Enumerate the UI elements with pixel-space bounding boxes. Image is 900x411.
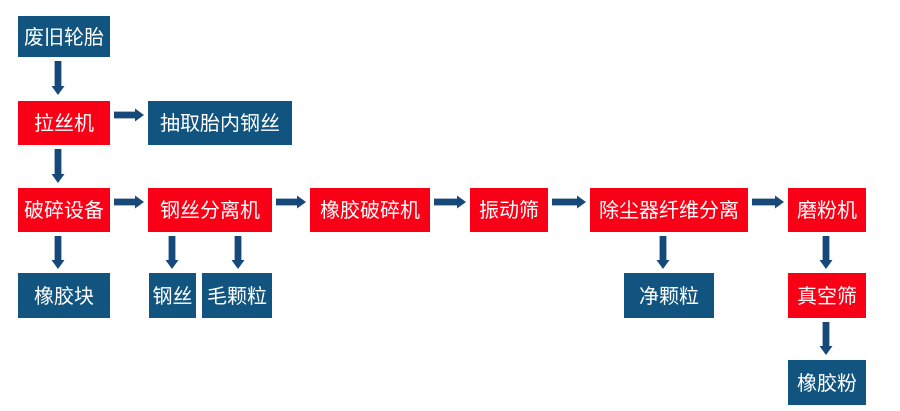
node-waste-tire[interactable]: 废旧轮胎	[18, 16, 110, 57]
node-label: 净颗粒	[639, 283, 699, 308]
node-label: 橡胶破碎机	[320, 198, 420, 222]
arrow-right-crusher-to-wire-separator	[114, 194, 144, 210]
arrow-right-dust-fiber-to-grinder	[752, 194, 784, 210]
node-label: 磨粉机	[797, 198, 857, 222]
node-crusher[interactable]: 破碎设备	[18, 188, 110, 232]
node-label: 橡胶粉	[797, 370, 857, 395]
node-clean-granule[interactable]: 净颗粒	[624, 273, 714, 318]
arrow-right-wire-drawing-to-extract-bead	[114, 107, 144, 123]
arrow-down-waste-tire-to-wire-drawing	[50, 61, 66, 95]
arrow-right-wire-separator-to-rubber-crusher	[276, 194, 306, 210]
node-coarse-granule[interactable]: 毛颗粒	[202, 273, 272, 318]
node-label: 废旧轮胎	[24, 24, 104, 49]
node-rubber-block[interactable]: 橡胶块	[18, 273, 110, 318]
arrow-down-wire-separator-to-coarse-granule	[230, 236, 246, 269]
node-wire-separator[interactable]: 钢丝分离机	[148, 188, 272, 232]
node-vibrating-screen[interactable]: 振动筛	[470, 188, 548, 232]
node-extract-bead-wire[interactable]: 抽取胎内钢丝	[148, 101, 292, 145]
node-label: 钢丝	[152, 283, 193, 308]
node-label: 橡胶块	[34, 283, 94, 308]
arrow-down-vacuum-screen-to-rubber-powder	[818, 322, 834, 355]
node-label: 拉丝机	[34, 111, 94, 135]
node-label: 抽取胎内钢丝	[160, 111, 280, 135]
arrow-right-rubber-crusher-to-vibrating	[434, 194, 466, 210]
arrow-down-crusher-to-rubber-block	[50, 236, 66, 269]
node-grinder[interactable]: 磨粉机	[788, 188, 866, 232]
node-dust-fiber-sep[interactable]: 除尘器纤维分离	[590, 188, 748, 232]
arrow-down-grinder-to-vacuum-screen	[818, 236, 834, 269]
node-label: 振动筛	[479, 198, 539, 222]
arrow-down-wire-drawing-to-crusher	[50, 149, 66, 183]
node-label: 除尘器纤维分离	[599, 198, 739, 222]
node-vacuum-screen[interactable]: 真空筛	[788, 273, 866, 318]
node-label: 毛颗粒	[207, 283, 267, 308]
node-wire-drawing[interactable]: 拉丝机	[18, 101, 110, 145]
arrow-right-vibrating-to-dust-fiber	[552, 194, 586, 210]
arrow-down-dust-fiber-to-clean-granule	[655, 236, 671, 269]
node-label: 破碎设备	[24, 198, 104, 222]
node-label: 真空筛	[797, 283, 857, 308]
node-label: 钢丝分离机	[160, 198, 260, 222]
node-rubber-crusher[interactable]: 橡胶破碎机	[310, 188, 430, 232]
node-rubber-powder[interactable]: 橡胶粉	[788, 360, 866, 405]
arrow-down-wire-separator-to-steel-wire	[164, 236, 180, 269]
node-steel-wire[interactable]: 钢丝	[149, 273, 196, 318]
